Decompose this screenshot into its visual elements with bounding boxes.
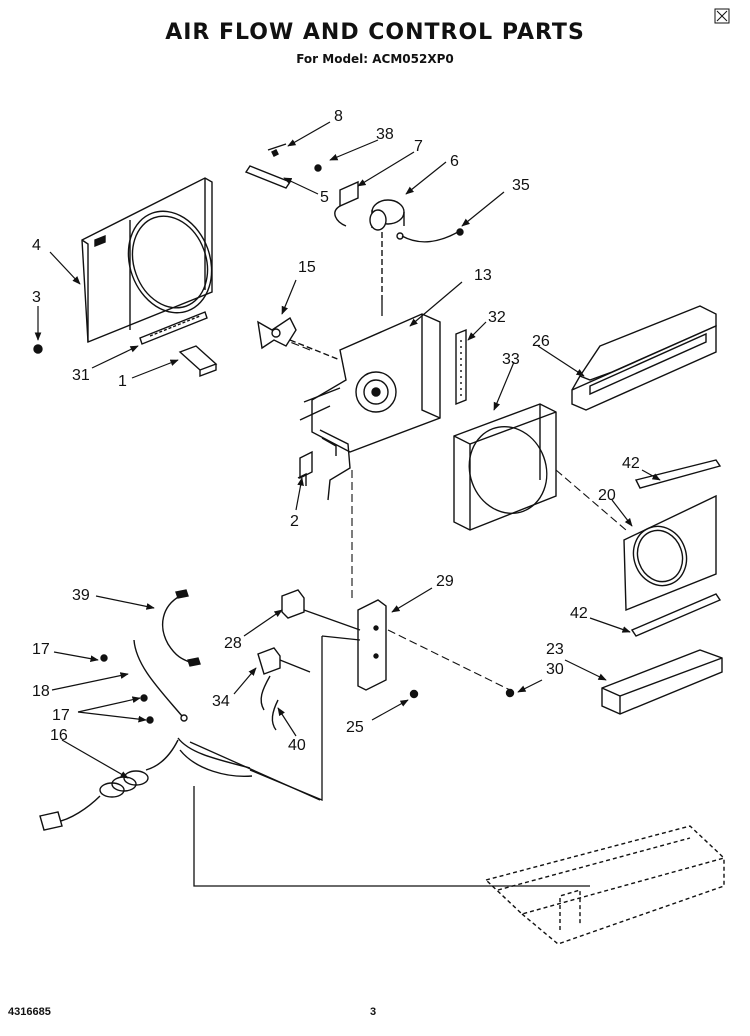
screw-part-17-mid — [140, 694, 148, 702]
diagram-title: AIR FLOW AND CONTROL PARTS — [165, 20, 585, 45]
callout-16: 16 — [50, 727, 68, 744]
callout-25: 25 — [346, 719, 364, 736]
callout-5: 5 — [320, 189, 329, 206]
orifice-plate-part — [299, 313, 441, 501]
seal-strip-upper-part — [634, 459, 722, 489]
callout-13: 13 — [474, 267, 492, 284]
callout-26: 26 — [532, 333, 550, 350]
filter-strip-part — [139, 311, 208, 345]
page-number: 3 — [370, 1006, 377, 1018]
thermostat-part — [257, 647, 281, 731]
callout-28: 28 — [224, 635, 242, 652]
callout-15: 15 — [298, 259, 316, 276]
blower-housing-part — [453, 403, 557, 531]
callout-42b: 42 — [570, 605, 588, 622]
pivot-pin-part — [244, 143, 292, 189]
bracket-part-7 — [314, 164, 359, 227]
callout-29: 29 — [436, 573, 454, 590]
callout-1: 1 — [118, 373, 127, 390]
motor-capacitor-part — [369, 199, 405, 300]
callout-31: 31 — [72, 367, 90, 384]
front-panel-part — [81, 177, 213, 344]
callout-labels: 8 38 7 6 5 35 4 3 15 13 32 26 33 31 1 42… — [32, 108, 640, 754]
foam-block-part — [178, 345, 218, 378]
vertical-seal-strip-part — [455, 328, 467, 406]
callout-38: 38 — [376, 126, 394, 143]
screw-part-17-low — [146, 716, 154, 724]
grille-panel-part — [623, 494, 717, 612]
leader-lines — [34, 121, 661, 779]
callout-2: 2 — [290, 513, 299, 530]
callout-42a: 42 — [622, 455, 640, 472]
base-pan-outline — [484, 825, 726, 945]
callout-18: 18 — [32, 683, 50, 700]
callout-6: 6 — [450, 153, 459, 170]
callout-32: 32 — [488, 309, 506, 326]
callout-33: 33 — [502, 351, 520, 368]
callout-40: 40 — [288, 737, 306, 754]
callout-35: 35 — [512, 177, 530, 194]
document-number: 4316685 — [8, 1006, 51, 1018]
control-bracket-part — [357, 599, 387, 691]
callout-7: 7 — [414, 138, 423, 155]
callout-4: 4 — [32, 237, 41, 254]
assembly-lines — [289, 341, 627, 691]
screw-part-right — [505, 688, 515, 698]
callout-17a: 17 — [32, 641, 50, 658]
drain-pan-part — [601, 649, 723, 715]
callout-17b: 17 — [52, 707, 70, 724]
air-duct-part — [571, 305, 717, 411]
corner-mark-icon — [714, 8, 730, 24]
ground-wire-part — [396, 228, 464, 243]
seal-strip-lower-part — [630, 593, 722, 637]
cable-tie-part — [133, 639, 188, 722]
callout-8: 8 — [334, 108, 343, 125]
callout-39: 39 — [72, 587, 90, 604]
wire-harness-part — [161, 589, 201, 667]
screw-part-17-top — [100, 654, 108, 662]
retaining-clip-part — [297, 450, 313, 486]
callout-23: 23 — [546, 641, 564, 658]
screw-part-3 — [33, 344, 43, 354]
callout-34: 34 — [212, 693, 230, 710]
power-cord-part — [39, 737, 253, 831]
callout-3: 3 — [32, 289, 41, 306]
screw-part-25 — [409, 689, 419, 699]
callout-20: 20 — [598, 487, 616, 504]
model-subtitle: For Model: ACM052XP0 — [296, 52, 454, 66]
selector-switch-part — [281, 589, 305, 619]
fan-blade-part — [257, 316, 341, 361]
callout-30: 30 — [546, 661, 564, 678]
wiring-route-lines — [189, 300, 590, 887]
